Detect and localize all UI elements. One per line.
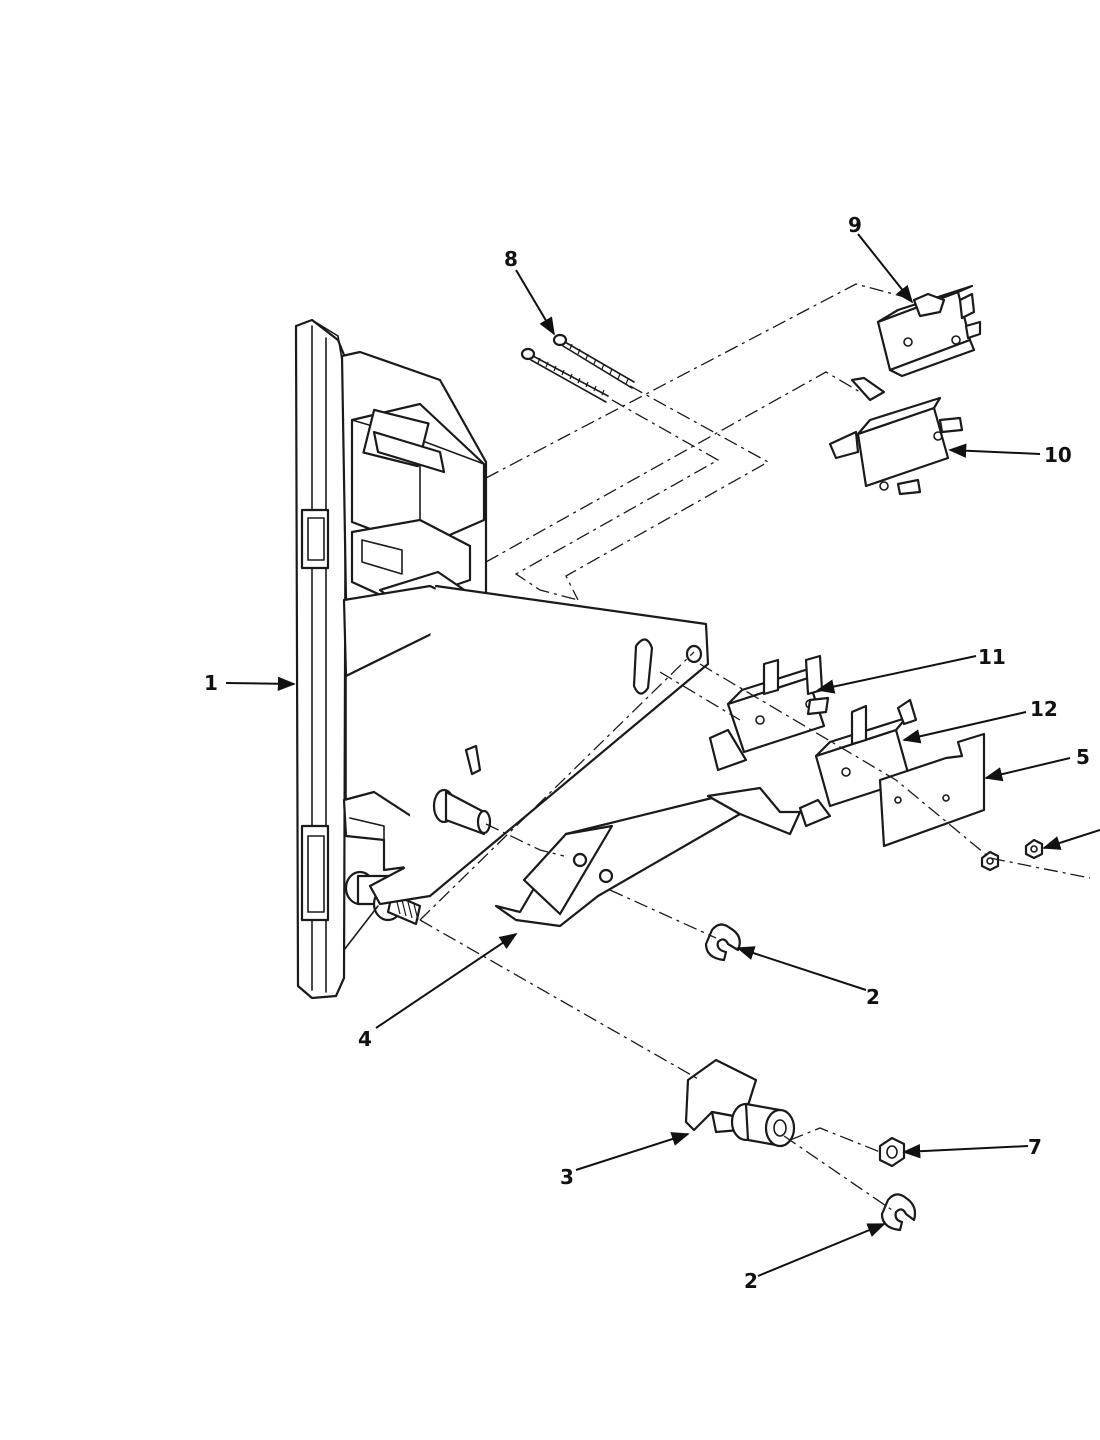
- e-ring-part-2-upper: [704, 923, 741, 962]
- micro-switch-part-11: [708, 654, 830, 772]
- screws-part-8: [520, 333, 635, 403]
- leader-11: [816, 655, 977, 694]
- assembly-center-lines: [419, 283, 1091, 1211]
- e-ring-part-2-lower: [880, 1193, 917, 1232]
- leader-12: [902, 711, 1027, 744]
- insulator-plate-part-5: [878, 732, 986, 848]
- lever-plate-part-4: [368, 584, 802, 928]
- nuts-right: [980, 838, 1044, 872]
- callout-4: 4: [358, 1027, 372, 1051]
- callout-leaders: [225, 233, 1100, 1277]
- callout-9: 9: [848, 213, 862, 237]
- leader-2b: [757, 1223, 886, 1277]
- leader-1: [225, 676, 296, 691]
- callout-5: 5: [1076, 745, 1090, 769]
- hex-nut-part-7: [878, 1136, 906, 1168]
- leader-9: [857, 233, 914, 304]
- callout-2-lower: 2: [744, 1269, 758, 1293]
- latch-frame-part-1: [294, 318, 488, 1000]
- leader-7: [902, 1144, 1029, 1159]
- callout-8: 8: [504, 247, 518, 271]
- latch-catch-part-3: [684, 1058, 796, 1148]
- leader-3: [575, 1132, 690, 1171]
- callout-11: 11: [978, 645, 1006, 669]
- callout-3: 3: [560, 1165, 574, 1189]
- leader-10: [948, 443, 1041, 458]
- callout-2-upper: 2: [866, 985, 880, 1009]
- shoulder-pin: [432, 744, 492, 836]
- callout-1: 1: [204, 671, 218, 695]
- callout-12: 12: [1030, 697, 1058, 721]
- micro-switch-part-9: [876, 284, 982, 378]
- leader-6: [1042, 829, 1100, 850]
- leader-4: [375, 932, 518, 1029]
- leader-2a: [736, 946, 867, 991]
- callout-10: 10: [1044, 443, 1072, 467]
- callout-labels: 1 2 2 3 4 5 7 8 9 10 11 12: [204, 213, 1090, 1293]
- leader-5: [984, 757, 1071, 782]
- leader-8: [515, 269, 555, 336]
- micro-switch-part-10: [828, 376, 964, 496]
- callout-7: 7: [1028, 1135, 1042, 1159]
